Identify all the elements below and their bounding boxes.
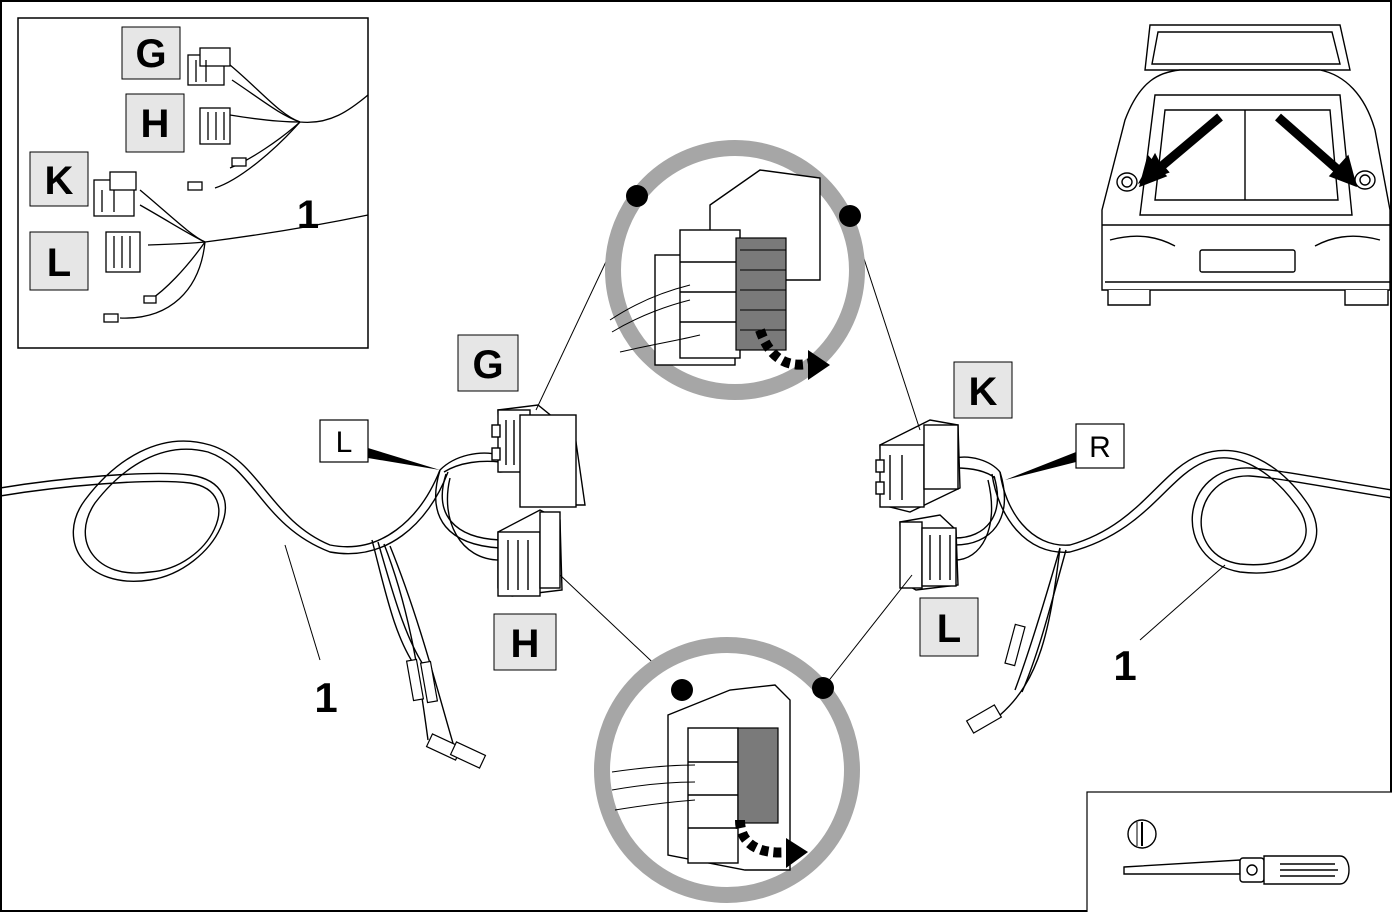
harness-number-left: 1 (314, 674, 337, 721)
terminal (1004, 623, 1026, 667)
callout-dot (812, 677, 834, 699)
svg-text:L: L (47, 241, 71, 285)
callout-bottom (594, 637, 860, 903)
connector-h (497, 509, 563, 597)
callout-top (605, 140, 865, 400)
latch-top (735, 237, 787, 351)
inset-label-l: L (29, 231, 89, 291)
connector-l (899, 514, 959, 591)
inset-label-k: K (29, 151, 89, 207)
svg-text:L: L (937, 607, 961, 651)
harness-wires (0, 440, 1392, 751)
svg-text:L: L (336, 426, 353, 459)
release-arrow-bottom (735, 819, 791, 858)
release-arrow-head-top (808, 350, 830, 380)
svg-text:G: G (135, 32, 166, 76)
terminal (405, 658, 425, 702)
svg-text:H: H (141, 102, 170, 146)
label-k: K (953, 361, 1013, 419)
car-rear-view-icon (1101, 24, 1391, 306)
svg-text:G: G (472, 343, 503, 387)
terminal (419, 660, 439, 704)
inset-terminal (143, 295, 157, 304)
harness-number-right: 1 (1113, 642, 1136, 689)
pointer-left (368, 448, 440, 470)
arrow-head-left (1138, 154, 1168, 188)
release-arrow-head-bottom (786, 838, 808, 868)
arrow-head-right (1328, 154, 1358, 188)
inset-terminal (103, 313, 119, 323)
side-label-right: R (1075, 423, 1125, 469)
inset-connector-g (187, 47, 231, 86)
inset-connector-k (93, 171, 137, 217)
terminal (449, 741, 487, 769)
label-g: G (457, 334, 519, 392)
svg-text:K: K (45, 159, 74, 203)
screwdriver-icon (1123, 855, 1350, 885)
tool-box (1086, 791, 1392, 912)
inset-label-g: G (121, 26, 181, 80)
callout-dot (839, 205, 861, 227)
inset-wires (119, 64, 369, 319)
inset-terminal (231, 157, 247, 167)
callout-dot (671, 679, 693, 701)
callout-dot (626, 185, 648, 207)
label-l: L (919, 597, 979, 657)
inset-harness-number: 1 (297, 193, 319, 237)
label-h: H (493, 613, 557, 671)
connector-k (875, 419, 961, 513)
svg-text:K: K (969, 370, 998, 414)
latch-bottom (737, 727, 779, 824)
flat-blade-icon (1127, 819, 1157, 849)
side-label-left: L (319, 419, 369, 463)
terminal (965, 704, 1003, 734)
pointer-right (1005, 452, 1076, 480)
inset-terminal (187, 181, 203, 191)
inset-label-h: H (125, 93, 185, 153)
inset-connector-h (199, 107, 231, 145)
inset-connector-l (105, 231, 141, 273)
tool-frame (1086, 791, 1392, 912)
svg-text:H: H (511, 622, 540, 666)
connector-g (491, 404, 586, 508)
svg-text:R: R (1089, 431, 1111, 464)
wire-terminals (405, 623, 1026, 769)
inset-panel: G H K L 1 (17, 17, 369, 349)
